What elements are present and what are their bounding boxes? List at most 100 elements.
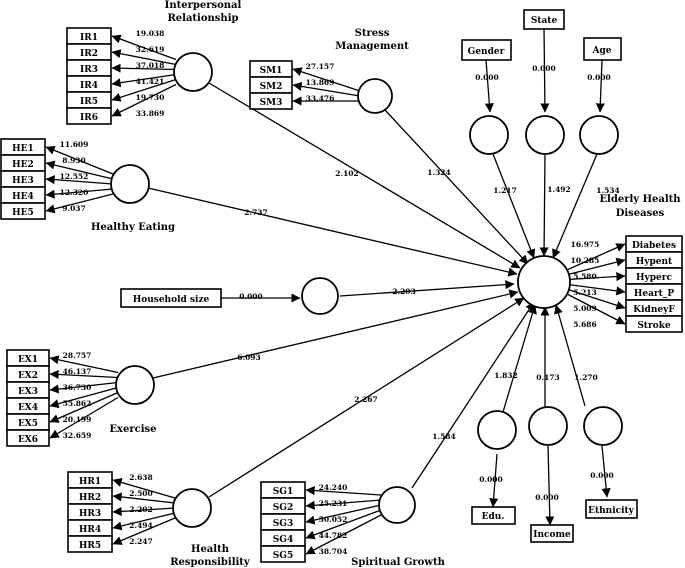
path-coef-household: 2.203 [392,287,416,296]
indicator-label-healthy-eating-3: HE3 [12,176,34,186]
loading-line-elderly-4 [567,283,626,296]
weight-stress-1: 27.157 [306,62,335,71]
title-interpersonal-line1: Interpersonal [165,0,242,11]
loading-line-health-resp-5 [112,517,176,545]
indicator-label-age: Age [591,46,611,56]
path-line-household [339,280,515,297]
weight-elderly-5: 5.009 [573,304,597,313]
construct-circle-age [579,115,619,155]
weight-health-resp-3: 2.202 [129,505,153,514]
weight-health-resp-5: 2.247 [129,537,153,546]
path-line-healthy-eating [147,187,518,277]
weight-healthy-eating-2: 8.930 [62,156,86,165]
indicator-label-spiritual-4: SG4 [273,535,293,545]
weight-state: 0.000 [532,64,556,73]
title-exercise: Exercise [109,424,156,435]
path-coefficients: 2.102 1.324 2.737 2.203 6.093 2.267 1.58… [237,168,620,441]
weight-interpersonal-2: 32.619 [136,45,165,54]
indicator-label-spiritual-3: SG3 [273,519,293,529]
loading-line-healthy-eating-3 [45,175,114,185]
loading-line-spiritual-4 [305,509,382,540]
indicator-label-stress-2: SM2 [260,82,283,92]
indicator-label-healthy-eating-5: HE5 [12,208,34,218]
weight-elderly-1: 16.975 [571,240,600,249]
indicator-label-exercise-3: EX3 [18,387,38,397]
title-stress-line2: Management [335,41,409,52]
weight-health-resp-1: 2.638 [129,473,153,482]
indicator-label-interpersonal-5: IR5 [80,97,98,107]
indicator-label-exercise-5: EX5 [18,419,38,429]
indicator-label-interpersonal-3: IR3 [80,65,98,75]
indicator-label-household: Household size [133,295,210,305]
indicator-box-ethnicity [585,499,638,519]
loading-line-spiritual-3 [305,504,382,525]
weight-spiritual-3: 50.052 [319,515,348,524]
loading-line-exercise-6 [49,396,119,439]
weight-elderly-3: 5.580 [573,272,597,281]
weight-health-resp-4: 2.494 [129,521,153,530]
weight-elderly-4: 5.213 [573,288,597,297]
indicator-box-age [583,37,622,61]
indicator-label-stress-3: SM3 [260,98,283,108]
loading-line-gender [484,59,494,113]
loading-line-income [545,445,555,526]
loading-line-age [595,59,605,113]
loading-line-elderly-6 [567,293,626,325]
weight-health-resp-2: 2.500 [129,489,153,498]
single-indicator-boxes: Household size Gender State Age Edu. Inc… [120,9,638,543]
indicator-label-healthy-eating-1: HE1 [12,144,34,154]
indicator-label-state: State [531,16,558,26]
loading-line-interpersonal-3 [111,63,177,73]
path-coef-state: 1.492 [547,185,571,194]
single-indicator-weights: 0.000 0.000 0.000 0.000 0.000 0.000 0.00… [239,64,614,502]
construct-circle-income [528,406,568,446]
path-line-state [539,154,549,257]
weight-education: 0.000 [479,475,503,484]
weight-spiritual-2: 25.231 [319,499,348,508]
path-coef-income: 0.173 [536,373,560,382]
indicator-label-spiritual-1: SG1 [273,487,293,497]
weight-healthy-eating-1: 11.609 [60,140,89,149]
weight-ethnicity: 0.000 [590,471,614,480]
weight-healthy-eating-5: 9.037 [62,204,86,213]
indicator-label-exercise-2: EX2 [18,371,38,381]
title-spiritual: Spiritual Growth [351,557,445,568]
path-line-stress [384,109,529,265]
indicator-label-health-resp-1: HR1 [79,477,101,487]
indicator-label-elderly-4: Heart_P [634,289,674,299]
loading-line-exercise-2 [49,369,119,379]
path-line-exercise [152,289,519,379]
path-coef-interpersonal: 2.102 [335,169,359,178]
loading-line-ethnicity [601,445,611,498]
weight-gender: 0.000 [475,73,499,82]
loading-line-healthy-eating-5 [45,193,114,214]
title-elderly-line1: Elderly Health [599,194,681,205]
construct-circle-elderly [517,255,571,309]
loading-line-interpersonal-6 [111,83,177,117]
indicator-box-exercise-6 [6,429,50,447]
indicator-label-interpersonal-6: IR6 [80,113,98,123]
loading-line-exercise-1 [49,355,119,374]
weight-exercise-1: 28.757 [63,351,92,360]
weight-exercise-4: 55.862 [63,399,92,408]
loading-line-exercise-4 [49,386,119,409]
loading-line-exercise-3 [49,381,119,394]
weight-exercise-3: 36.730 [63,383,92,392]
indicator-box-elderly-6 [625,315,683,333]
loading-line-spiritual-5 [305,514,382,555]
construct-titles: Interpersonal Relationship Stress Manage… [91,0,681,568]
weight-spiritual-5: 38.704 [319,547,348,556]
indicator-box-health-resp-5 [67,535,113,553]
weight-interpersonal-4: 41.421 [136,77,165,86]
weight-interpersonal-6: 33.869 [136,109,165,118]
loading-line-health-resp-3 [112,506,176,516]
indicator-box-healthy-eating-5 [0,202,46,220]
indicator-label-stress-1: SM1 [260,66,283,76]
title-health-resp-line1: Health [191,544,230,555]
weight-exercise-5: 20.199 [63,415,92,424]
indicator-box-household [120,288,222,308]
indicator-label-elderly-3: Hyperc [636,273,672,283]
indicator-label-interpersonal-1: IR1 [80,33,98,43]
